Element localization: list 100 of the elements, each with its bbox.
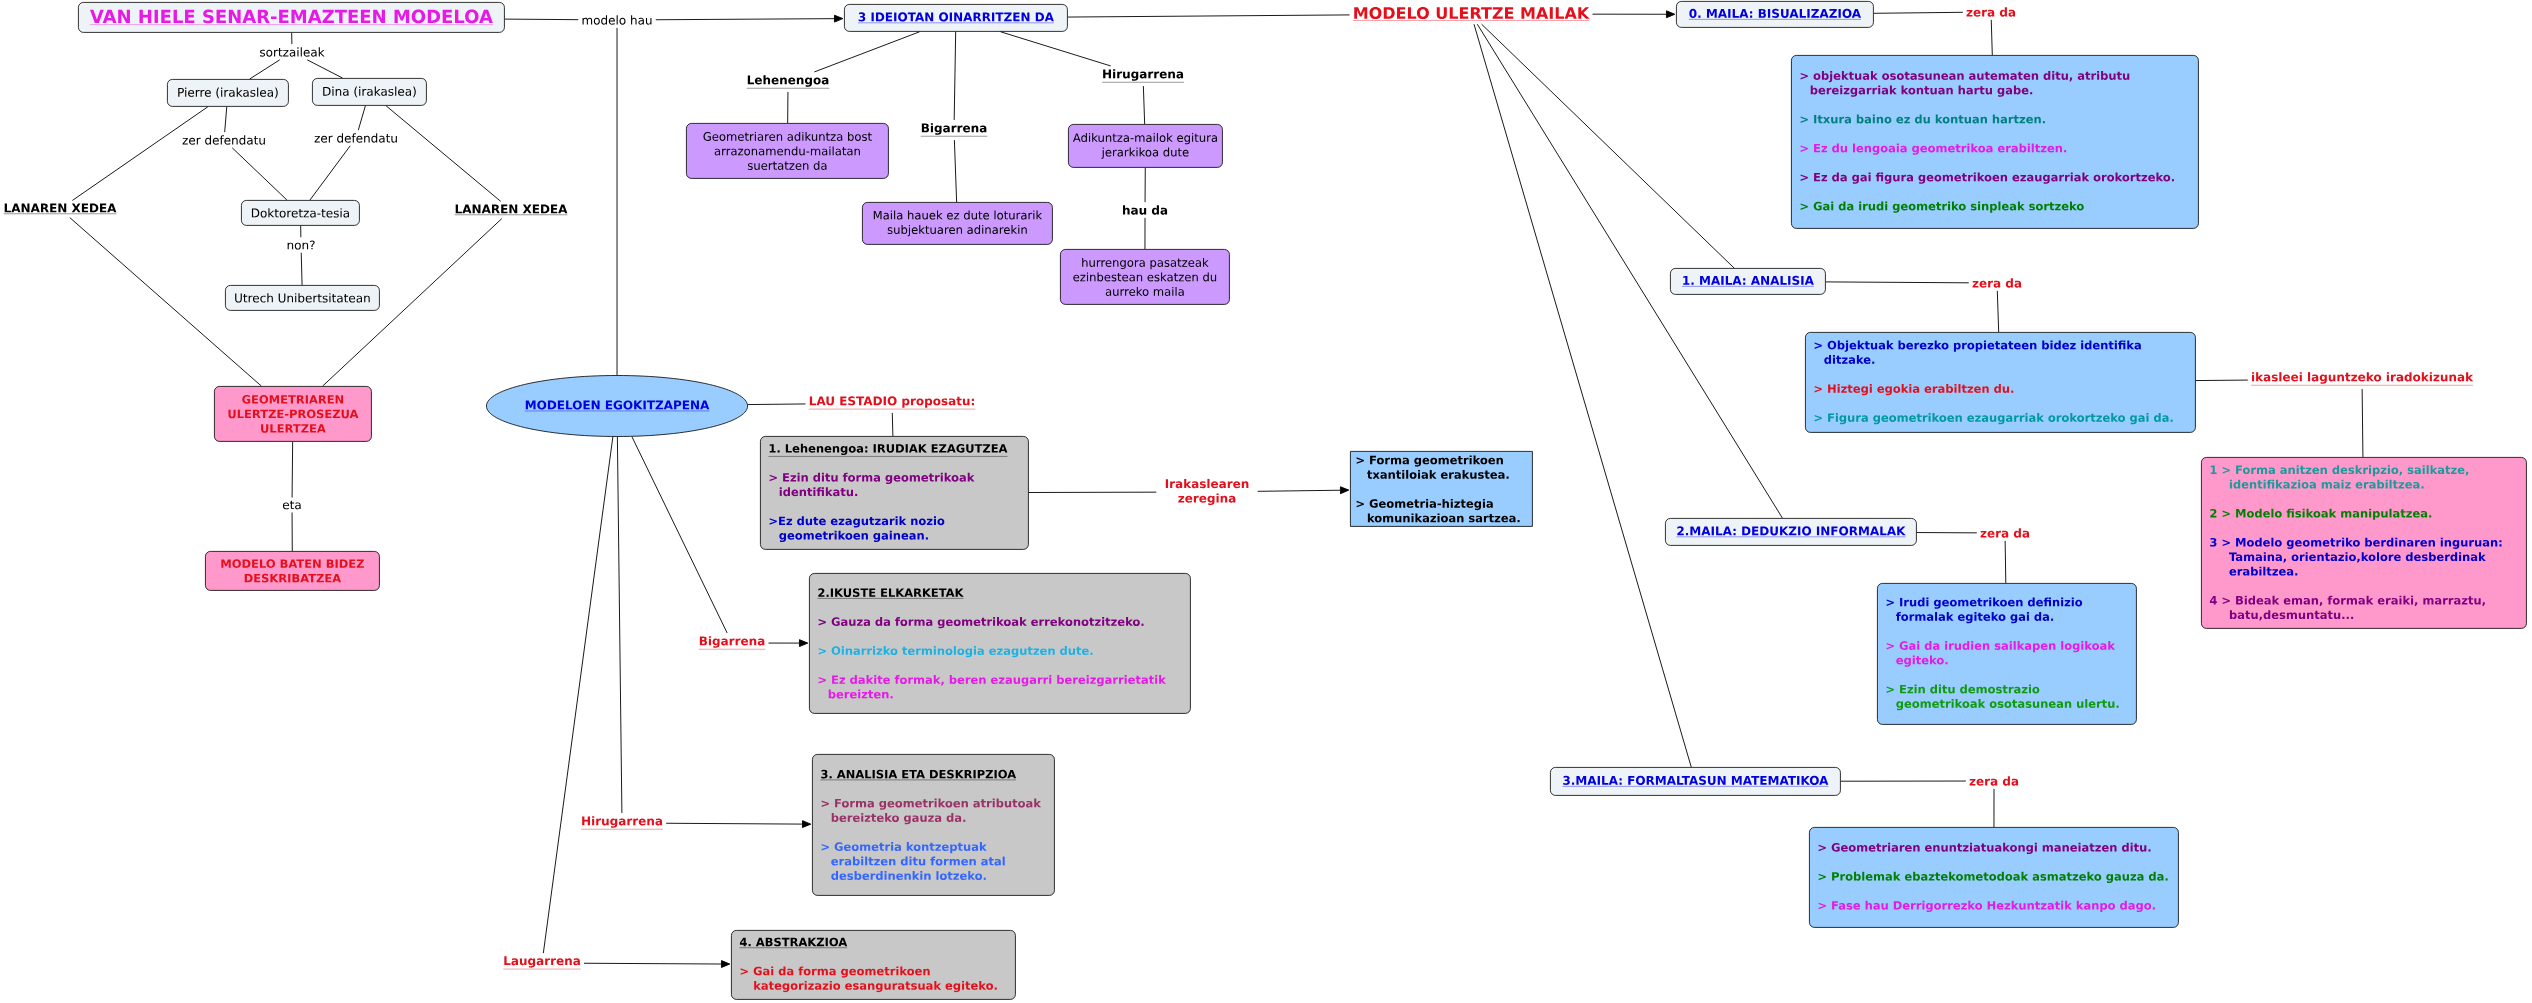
concept-box: Utrech Unibertsitatean: [225, 285, 380, 311]
linking-phrase: eta: [282, 500, 301, 510]
stage-box: 2.IKUSTE ELKARKETAK > Gauza da forma geometrikoak errekonotzitzeko. > Oinarrizko terminologia ezagutzen dute. > Ez dakite formak, beren ezaugarri bereizgarrietatik bereizten.: [809, 573, 1191, 714]
concept-box: 1. MAILA: ANALISIA: [1670, 268, 1826, 295]
connector-line: [1144, 167, 1146, 203]
linking-phrase: Lehenengoa: [746, 75, 830, 89]
linking-phrase: Bigarrena: [698, 636, 766, 650]
connector-line: [300, 225, 302, 238]
connector-line: [2004, 540, 2007, 584]
linking-phrase: LANAREN XEDEA: [3, 203, 117, 214]
linking-phrase: sortzaileak: [260, 47, 325, 57]
linking-phrase: zera da: [1980, 528, 2030, 538]
stage-box: 3. ANALISIA ETA DESKRIPZIOA > Forma geometrikoen atributoak bereizteko gauza da. > Geometria kontzeptuak erabiltzen ditu formen atal desberdinenkin lotzeko.: [812, 754, 1055, 896]
stage-box: 4. ABSTRAKZIOA > Gai da forma geometrikoen kategorizazio esanguratsuak egiteko.: [731, 930, 1016, 1000]
note-box: > Forma geometrikoen txantiloiak erakustea. > Geometria-hiztegia komunikazioan sartzea.: [1350, 451, 1533, 527]
connector-line: [291, 32, 293, 45]
connector-line: [309, 145, 351, 201]
connector-line: [891, 412, 894, 437]
connector-line: [1067, 14, 1350, 18]
linking-phrase: MODELO ULERTZE MAILAK: [1352, 6, 1590, 21]
concept-box: Adikuntza-mailok egitura jerarkikoa dute: [1068, 124, 1223, 168]
linking-phrase: LANAREN XEDEA: [454, 204, 568, 215]
arrow: [583, 960, 731, 968]
concept-box: GEOMETRIAREN ULERTZE-PROSEZUA ULERTZEA: [214, 386, 372, 442]
connector-line: [787, 91, 789, 124]
connector-line: [953, 139, 958, 203]
connector-line: [2361, 388, 2364, 458]
connector-line: [747, 403, 806, 405]
linking-phrase: non?: [287, 240, 315, 250]
concept-box: Doktoretza-tesia: [241, 200, 360, 226]
concept-box: Dina (irakaslea): [312, 78, 427, 106]
connector-line: [300, 252, 303, 286]
concept-box: 3 IDEIOTAN OINARRITZEN DA: [844, 4, 1068, 32]
connector-line: [616, 27, 618, 376]
list-box: > Objektuak berezko propietateen bidez identifika ditzake. > Hiztegi egokia erabiltzen du. > Figura geometrikoen ezaugarriak orokortzeko gai da.: [1805, 332, 2196, 433]
connector-line: [1996, 290, 2000, 333]
connector-line: [1840, 780, 1967, 782]
linking-phrase: ikasleei laguntzeko iradokizunak: [2250, 372, 2474, 386]
concept-box: Geometriaren adikuntza bost arrazonamendu-mailatan suertatzen da: [686, 123, 889, 179]
connector-line: [1825, 281, 1970, 284]
arrow: [1257, 486, 1350, 495]
connector-line: [224, 106, 228, 133]
linking-phrase: zera da: [1969, 776, 2019, 786]
linking-phrase: zer defendatu: [314, 133, 397, 143]
connector-line: [1481, 23, 1735, 269]
connector-line: [616, 436, 623, 814]
connector-line: [1144, 217, 1146, 250]
list-box: 1 > Forma anitzen deskripzio, sailkatze, identifikazioa maiz erabiltzea. 2 > Modelo fisikoak manipulatzea. 3 > Modelo geometriko berdinaren inguruan: Tamaina, orientazio,kolore desberdinak erabiltzea. 4 > Bideak eman, formak eraiki, marraztu, batu,desmuntatu...: [2201, 457, 2527, 629]
connector-line: [1028, 491, 1157, 493]
linking-phrase: LAU ESTADIO proposatu:: [808, 396, 976, 410]
stage-box: 1. Lehenengoa: IRUDIAK EZAGUTZEA > Ezin ditu forma geometrikoak identifikatu. >Ez dute ezagutzarik nozio geometrikoen gainean.: [760, 436, 1029, 550]
connector-line: [1873, 11, 1964, 14]
linking-phrase: Laugarrena: [503, 956, 581, 970]
linking-phrase: hau da: [1123, 205, 1168, 215]
linking-phrase: zer defendatu: [182, 135, 265, 145]
concept-box: 2.MAILA: DEDUKZIO INFORMALAK: [1665, 518, 1917, 546]
connector-line: [631, 436, 728, 634]
arrow: [665, 820, 812, 828]
concept-box: 0. MAILA: BISUALIZAZIOA: [1676, 1, 1874, 28]
connector-line: [1916, 532, 1978, 534]
connector-line: [542, 436, 614, 954]
list-box: > Irudi geometrikoen definizio formalak egiteko gai da. > Gai da irudien sailkapen logikoak egiteko. > Ezin ditu demostrazio geometrikoak osotasunean ulertu.: [1877, 583, 2137, 725]
linking-phrase: zera da: [1972, 278, 2022, 288]
concept-box: 3.MAILA: FORMALTASUN MATEMATIKOA: [1550, 767, 1841, 796]
concept-box: MODELO BATEN BIDEZ DESKRIBATZEA: [205, 551, 380, 591]
connector-line: [813, 31, 920, 73]
concept-box: Maila hauek ez dute loturarik subjektuaren adinarekin: [862, 202, 1053, 245]
linking-phrase: Irakaslearen zeregina: [1165, 478, 1249, 506]
connector-line: [71, 106, 209, 201]
connector-line: [1142, 85, 1146, 125]
connector-line: [322, 218, 503, 387]
linking-phrase: modelo hau: [582, 15, 652, 25]
title-box: VAN HIELE SENAR-EMAZTEEN MODELOA: [78, 2, 505, 33]
connector-line: [1000, 31, 1112, 67]
arrow: [655, 14, 844, 23]
linking-phrase: Bigarrena: [920, 123, 988, 137]
connector-line: [69, 217, 262, 387]
arrow: [768, 639, 809, 647]
arrow: [1592, 10, 1676, 19]
connector-line: [1473, 23, 1692, 768]
connector-line: [1476, 23, 1783, 519]
linking-phrase: Hirugarrena: [580, 816, 664, 830]
connector-line: [231, 147, 288, 201]
connector-line: [306, 59, 343, 79]
connector-line: [953, 31, 957, 121]
connector-line: [291, 512, 293, 552]
concept-box: Pierre (irakaslea): [167, 79, 289, 107]
connector-line: [291, 441, 294, 498]
connector-line: [504, 18, 579, 21]
linking-phrase: Hirugarrena: [1101, 69, 1185, 83]
connector-line: [357, 105, 366, 131]
list-box: > Geometriaren enuntziatuakongi maneiatzen ditu. > Problemak ebaztekometodoak asmatzeko gauza da. > Fase hau Derrigorrezko Hezkuntzatik kanpo dago.: [1809, 827, 2179, 928]
linking-phrase: zera da: [1966, 7, 2016, 17]
connector-line: [1990, 19, 1993, 56]
connector-line: [249, 59, 281, 80]
concept-box: hurrengora pasatzeak ezinbestean eskatzen du aurreko maila: [1060, 249, 1230, 305]
list-box: > objektuak osotasunean autematen ditu, atributu bereizgarriak kontuan hartu gabe. > Itxura baino ez du kontuan hartzen. > Ez du lengoaia geometrikoa erabiltzen. > Ez da gai figura geometrikoen ezaugarriak orokortzeko. > Gai da irudi geometriko sinpleak sortzeko: [1791, 55, 2199, 229]
connector-line: [1993, 788, 1995, 828]
connector-line: [385, 105, 502, 202]
connector-line: [2195, 379, 2249, 381]
